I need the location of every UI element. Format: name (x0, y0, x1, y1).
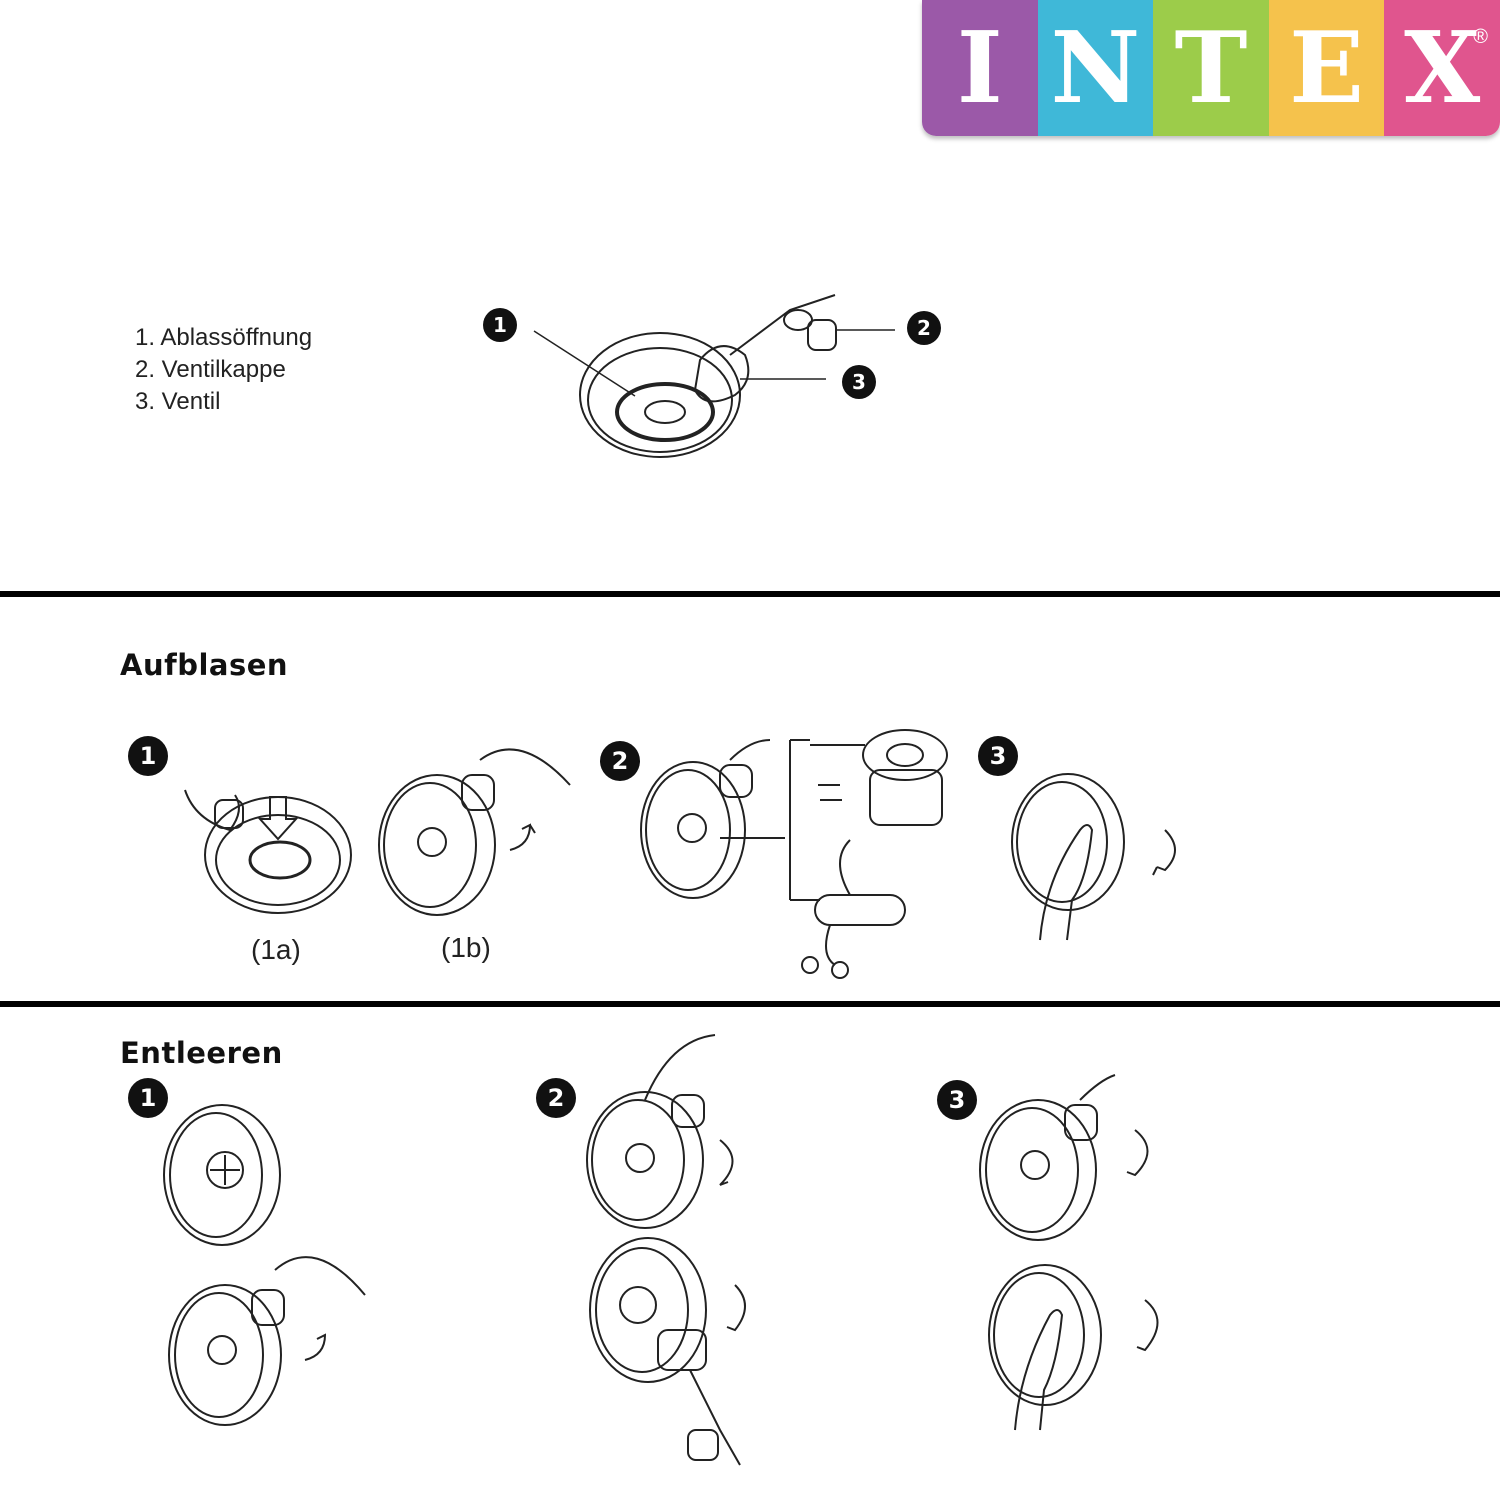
inflate-step-3-badge: 3 (978, 736, 1018, 776)
logo-letter-e: E (1268, 0, 1385, 136)
caption-1a: (1a) (251, 934, 301, 965)
deflate-heading: Entleeren (120, 1036, 283, 1070)
electric-pump-icon (810, 730, 947, 825)
deflate-step-3-bottom-icon (989, 1265, 1158, 1430)
valve-parts-diagram-icon (534, 295, 895, 457)
deflate-step-2-badge: 2 (536, 1078, 576, 1118)
divider-top (0, 591, 1500, 597)
inflate-step-1a-icon (185, 790, 351, 913)
inflate-step-2-badge: 2 (600, 741, 640, 781)
hand-pump-icon (802, 840, 905, 978)
callout-1: 1 (483, 308, 517, 342)
logo-letter-x: X (1384, 0, 1500, 136)
inflate-step-2-icon (641, 740, 820, 900)
deflate-step-3-badge: 3 (937, 1080, 977, 1120)
callout-3: 3 (842, 365, 876, 399)
divider-middle (0, 1001, 1500, 1007)
inflate-heading: Aufblasen (120, 648, 289, 682)
deflate-step-2-bottom-icon (590, 1238, 745, 1465)
legend-item-valve-cap: 2. Ventilkappe (135, 356, 286, 383)
deflate-step-1-top-icon (164, 1105, 280, 1245)
logo-letter-n: N (1037, 0, 1154, 136)
legend-item-valve: 3. Ventil (135, 388, 221, 415)
deflate-step-1-bottom-icon (169, 1257, 365, 1425)
logo-letter-i: I (922, 0, 1038, 136)
inflate-step-1-badge: 1 (128, 736, 168, 776)
inflate-step-3-icon (1012, 774, 1175, 940)
deflate-step-2-top-icon (587, 1035, 733, 1228)
caption-1b: (1b) (441, 932, 491, 963)
inflate-step-1b-icon (379, 749, 570, 915)
intex-logo: I N T E X ® (922, 0, 1500, 136)
legend-item-drain-opening: 1. Ablassöffnung (135, 324, 313, 351)
registered-mark: ® (1473, 26, 1488, 48)
deflate-step-1-badge: 1 (128, 1078, 168, 1118)
parts-legend: 1. Ablassöffnung 2. Ventilkappe 3. Venti… (135, 322, 312, 418)
logo-letter-t: T (1153, 0, 1269, 136)
callout-2: 2 (907, 311, 941, 345)
deflate-step-3-top-icon (980, 1075, 1148, 1240)
